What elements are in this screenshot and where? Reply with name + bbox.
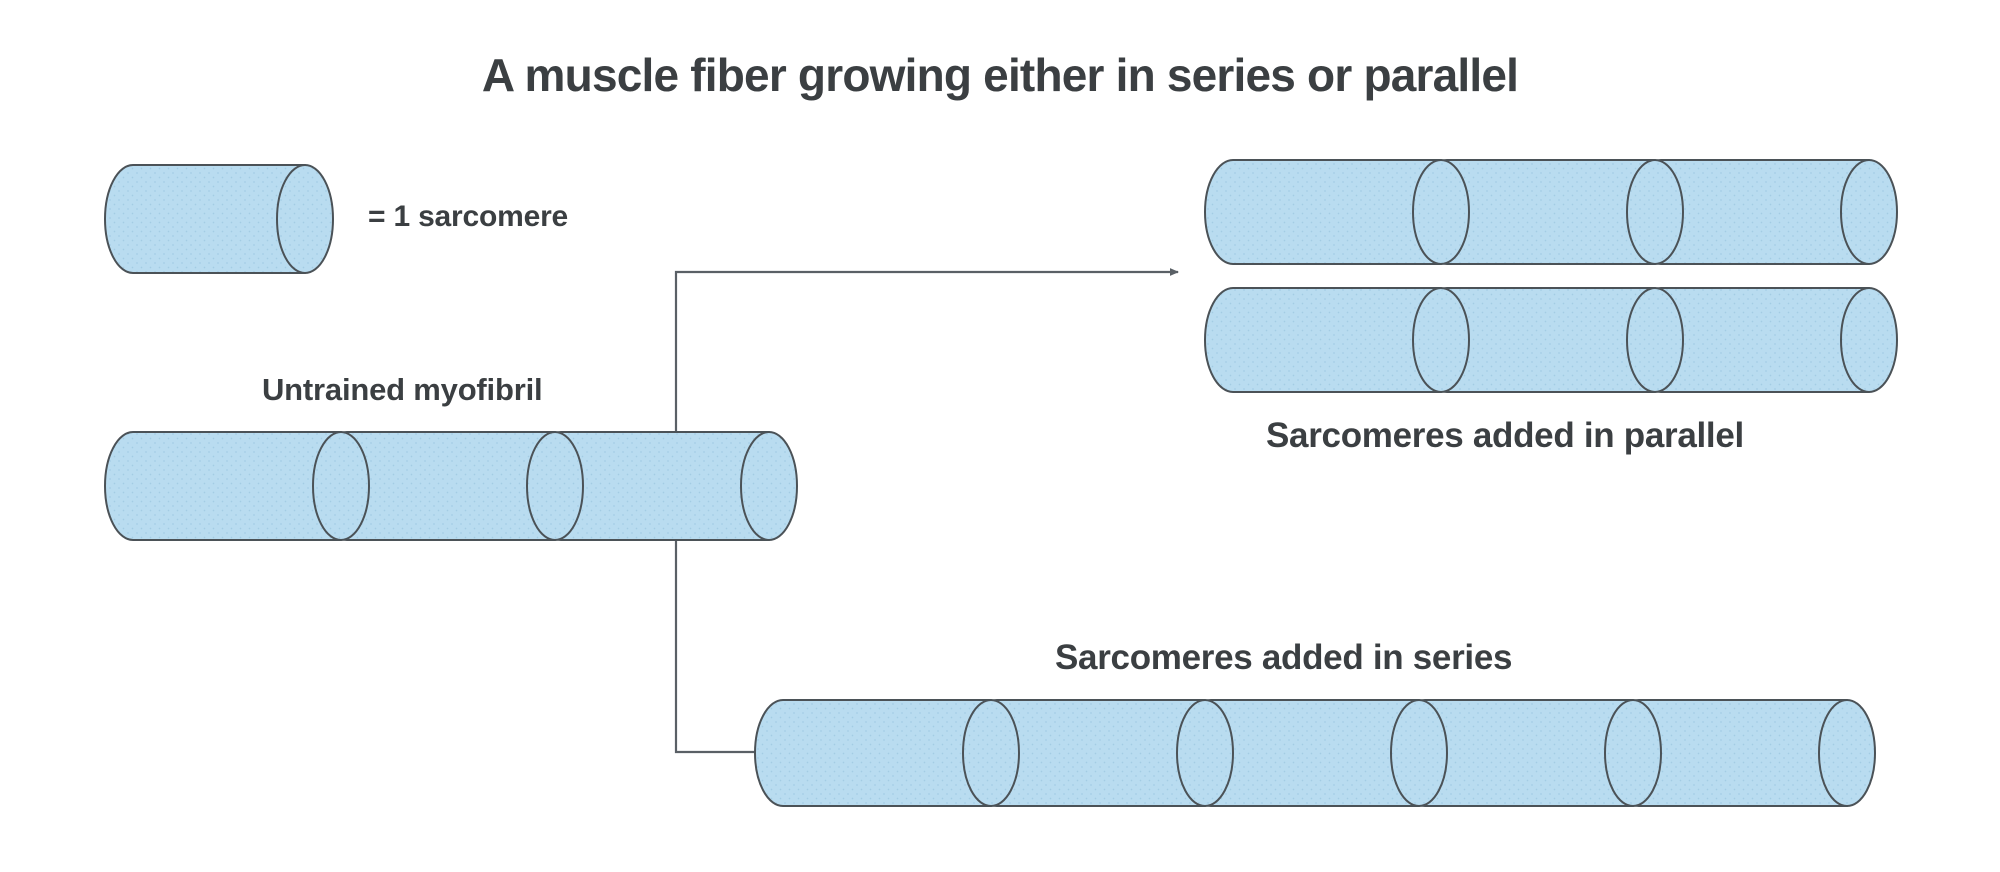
sarcomere-segment: [104, 164, 334, 274]
chain-series-row-1: [754, 699, 1876, 807]
chain-untrained-myofibril: [104, 431, 798, 541]
sarcomere-segment: [1204, 287, 1470, 393]
sarcomere-segment: [1418, 287, 1684, 393]
group-label-untrained: Untrained myofibril: [262, 372, 543, 407]
connector-to-parallel: [674, 268, 1179, 484]
chain-parallel-row-1: [1204, 159, 1898, 265]
sarcomere-segment: [968, 699, 1234, 807]
sarcomere-segment: [318, 431, 584, 541]
page-title: A muscle fiber growing either in series …: [481, 49, 1519, 101]
legend-label: = 1 sarcomere: [368, 200, 569, 233]
sarcomere-segment: [1204, 159, 1470, 265]
sarcomere-segment: [1182, 699, 1448, 807]
group-label-parallel: Sarcomeres added in parallel: [1266, 416, 1744, 455]
sarcomere-segment: [754, 699, 1020, 807]
chain-parallel-row-2: [1204, 287, 1898, 393]
group-label-series: Sarcomeres added in series: [1055, 638, 1513, 677]
legend-sarcomere-swatch: [104, 164, 334, 274]
sarcomere-segment: [1418, 159, 1684, 265]
sarcomere-segment: [104, 431, 370, 541]
